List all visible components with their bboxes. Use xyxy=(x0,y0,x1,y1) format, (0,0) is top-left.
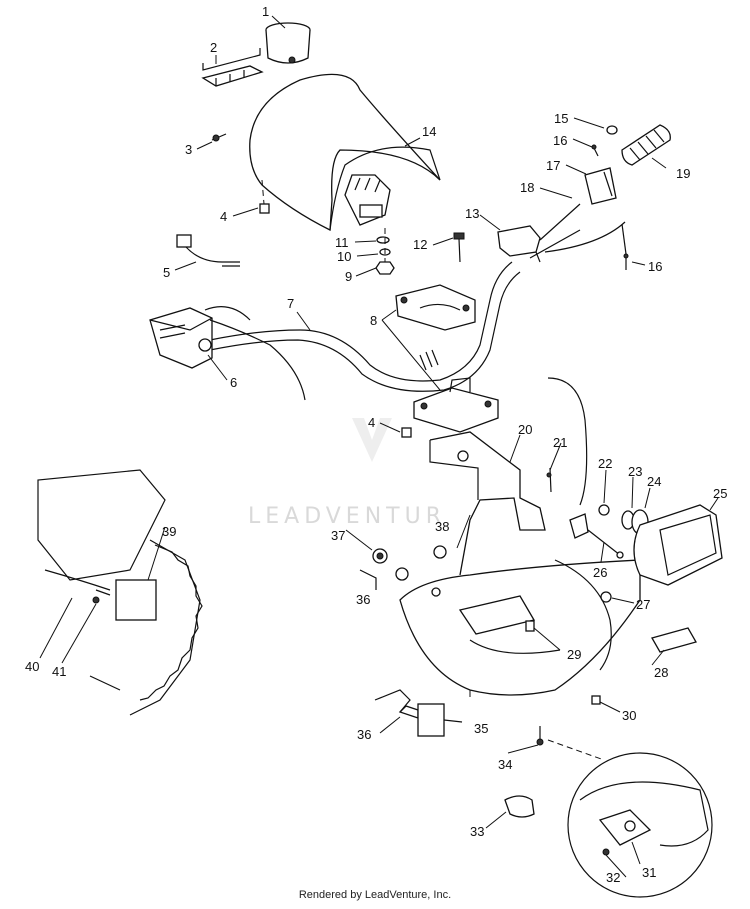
callout-22: 22 xyxy=(598,456,612,471)
part-29-clip xyxy=(525,620,535,632)
callout-11: 11 xyxy=(335,235,349,250)
part-36-bracket-line-upper xyxy=(359,569,377,590)
callout-25: 25 xyxy=(713,486,727,501)
part-21-screw xyxy=(546,472,552,478)
part-38-washer xyxy=(395,545,447,581)
part-37-switch xyxy=(372,548,388,564)
callout-16-lower: 16 xyxy=(648,259,662,274)
callout-23: 23 xyxy=(628,464,642,479)
watermark-text: LEADVENTURE xyxy=(248,504,465,529)
wire-harness xyxy=(547,377,588,506)
part-34-screw xyxy=(536,726,544,746)
part-22-bulb-socket xyxy=(598,504,610,516)
part-16-screw-upper xyxy=(591,144,599,157)
callout-10: 10 xyxy=(337,249,351,264)
callout-1: 1 xyxy=(262,4,269,19)
callout-19: 19 xyxy=(676,166,690,181)
footer-credit: Rendered by LeadVenture, Inc. xyxy=(298,889,452,901)
part-4-clip-lower xyxy=(401,427,412,438)
part-17-switch-housing xyxy=(584,167,617,205)
callout-40: 40 xyxy=(25,659,39,674)
part-4-clip-upper xyxy=(259,179,270,214)
callout-9: 9 xyxy=(345,269,352,284)
callout-28: 28 xyxy=(654,665,668,680)
callout-33: 33 xyxy=(470,824,484,839)
part-18-brake-lever xyxy=(529,203,626,259)
callout-16-upper: 16 xyxy=(553,133,567,148)
callout-20: 20 xyxy=(518,422,532,437)
part-19-grip xyxy=(621,124,671,166)
callout-18: 18 xyxy=(520,180,534,195)
part-13-brake-master-cylinder xyxy=(497,225,541,263)
detail-inset-circle xyxy=(547,739,713,898)
callout-26: 26 xyxy=(593,565,607,580)
callout-labels: 1 2 3 4 5 6 7 8 9 10 11 12 13 14 15 16 1… xyxy=(25,4,727,885)
part-25-headlight-lens xyxy=(633,504,723,586)
callout-8: 8 xyxy=(370,313,377,328)
callout-6: 6 xyxy=(230,375,237,390)
callout-41: 41 xyxy=(52,664,66,679)
callout-31: 31 xyxy=(642,865,656,880)
part-9-nut xyxy=(375,228,395,275)
callout-3: 3 xyxy=(185,142,192,157)
part-11-washer xyxy=(376,236,390,244)
part-35-lower-cowl xyxy=(399,559,641,696)
callout-27: 27 xyxy=(636,597,650,612)
callout-38: 38 xyxy=(435,519,449,534)
callout-21: 21 xyxy=(553,435,567,450)
part-16-screw-lower xyxy=(621,223,629,270)
leader-lines xyxy=(39,15,719,878)
callout-17: 17 xyxy=(546,158,560,173)
callout-14: 14 xyxy=(422,124,436,139)
callout-30: 30 xyxy=(622,708,636,723)
watermark-logo xyxy=(352,418,392,462)
callout-4: 4 xyxy=(220,209,227,224)
callout-24: 24 xyxy=(647,474,661,489)
callout-2: 2 xyxy=(210,40,217,55)
part-27-o-ring xyxy=(600,591,612,603)
part-30-clip xyxy=(591,695,601,705)
part-33-wire-clamp xyxy=(504,795,535,818)
callout-37: 37 xyxy=(331,528,345,543)
callout-4-lower: 4 xyxy=(368,415,375,430)
callout-34: 34 xyxy=(498,757,512,772)
callout-36-upper: 36 xyxy=(356,592,370,607)
callout-32: 32 xyxy=(606,870,620,885)
part-8-upper-clamp xyxy=(395,284,476,331)
part-28-switch xyxy=(651,627,697,653)
detail-wheel-hub xyxy=(37,469,203,716)
callout-13: 13 xyxy=(465,206,479,221)
part-6-throttle-housing xyxy=(149,306,306,401)
part-20-bracket xyxy=(429,431,552,576)
part-7-handlebar xyxy=(209,261,521,392)
part-15-end-cap xyxy=(606,125,618,135)
callout-15: 15 xyxy=(554,111,568,126)
callout-35: 35 xyxy=(474,721,488,736)
part-5-wire-connector xyxy=(176,234,240,267)
callout-36-lower: 36 xyxy=(357,727,371,742)
callout-5: 5 xyxy=(163,265,170,280)
part-26-bulb xyxy=(569,513,624,559)
callout-39: 39 xyxy=(162,524,176,539)
callout-7: 7 xyxy=(287,296,294,311)
part-3-screw xyxy=(211,133,227,142)
part-8-lower-clamp xyxy=(413,377,499,433)
part-2-indicator-lights xyxy=(201,48,264,87)
part-12-bolt xyxy=(453,232,465,263)
callout-12: 12 xyxy=(413,237,427,252)
callout-29: 29 xyxy=(567,647,581,662)
part-36-switch-lower xyxy=(374,689,463,737)
part-1-speedometer xyxy=(265,22,311,64)
part-14-headlight-pod xyxy=(249,73,441,232)
